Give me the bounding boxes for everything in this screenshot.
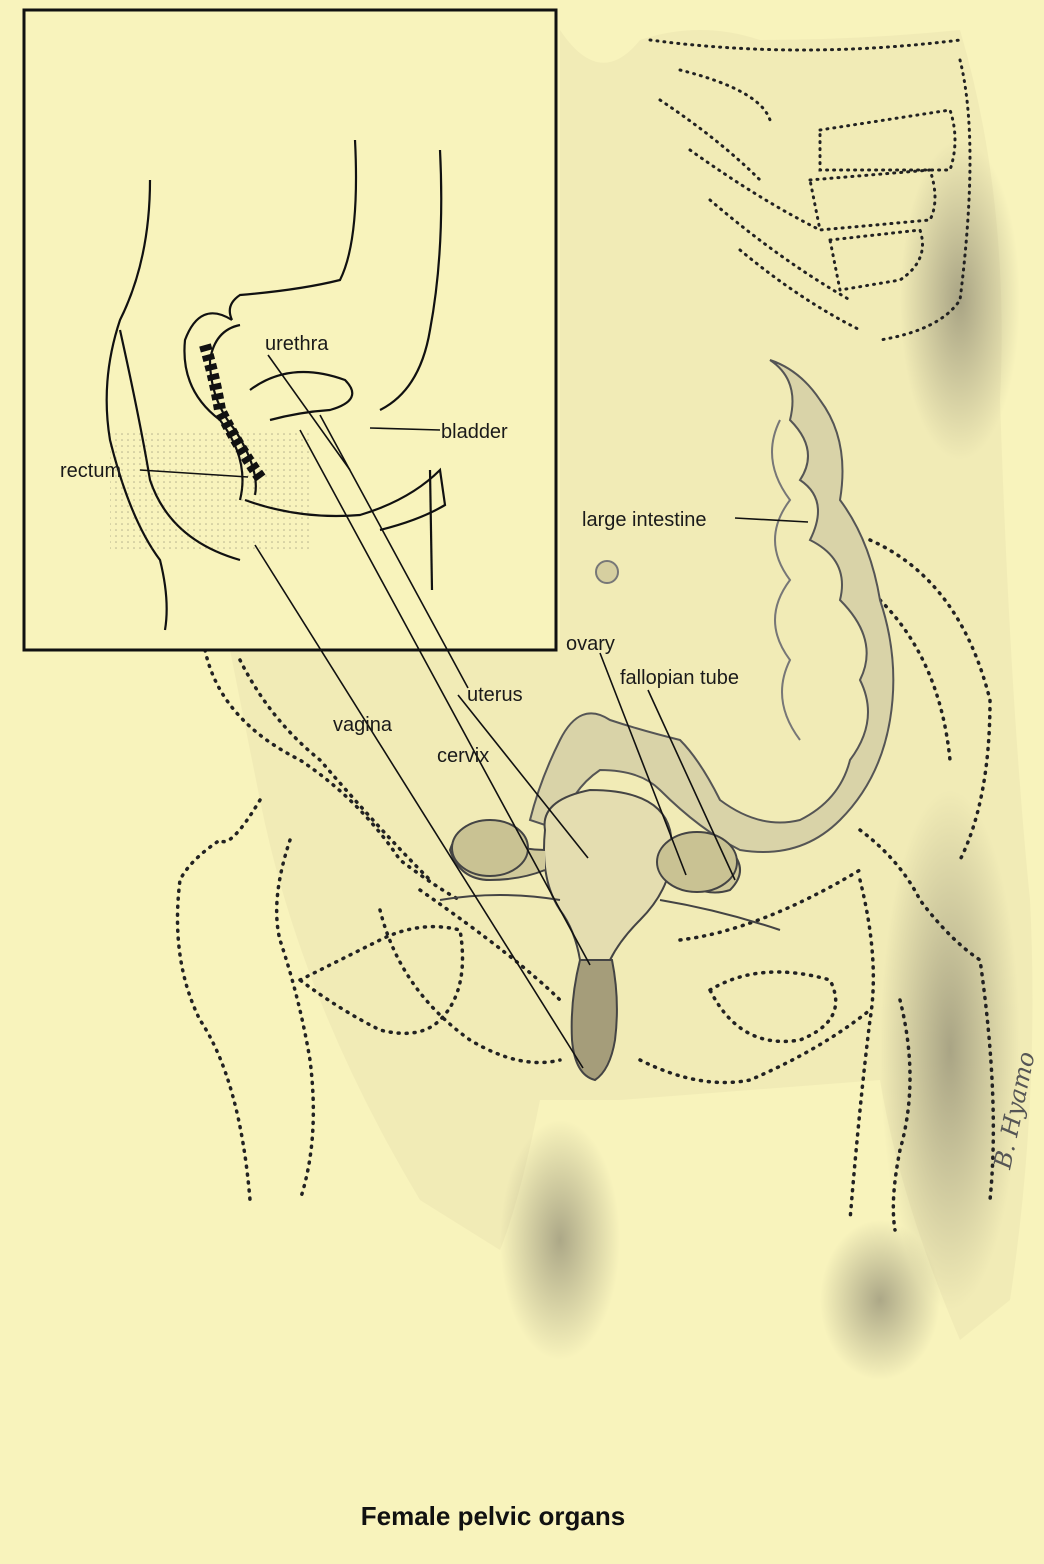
label-vagina: vagina [333,714,393,736]
label-urethra: urethra [265,333,329,355]
label-fallopian-tube: fallopian tube [620,667,739,689]
label-ovary: ovary [566,633,615,655]
label-rectum: rectum [60,460,121,482]
label-uterus: uterus [467,684,523,706]
inset-panel [24,10,556,650]
right-ovary-shape [657,832,737,892]
figure-title: Female pelvic organs [361,1501,625,1531]
navel [596,561,618,583]
label-bladder: bladder [441,421,508,443]
label-large-intestine: large intestine [582,509,707,531]
label-cervix: cervix [437,745,489,767]
